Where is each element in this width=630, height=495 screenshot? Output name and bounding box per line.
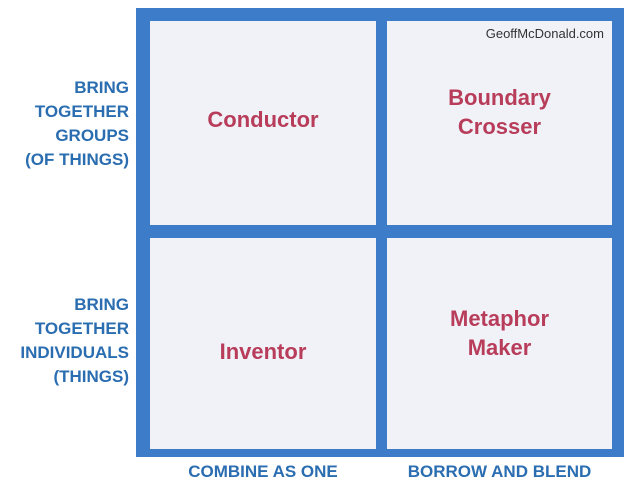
quadrant-bottom-left: Inventor xyxy=(150,238,376,449)
quadrant-label-boundary-crosser: Boundary Crosser xyxy=(448,85,551,139)
quadrant-top-left: Conductor xyxy=(150,21,376,225)
column-label-combine: COMBINE AS ONE xyxy=(188,462,338,481)
quadrant-grid: Conductor GeoffMcDonald.com Boundary Cro… xyxy=(136,8,624,457)
row-label-groups: BRING TOGETHER GROUPS (OF THINGS) xyxy=(25,78,129,169)
row-label-individuals: BRING TOGETHER INDIVIDUALS (THINGS) xyxy=(20,295,129,386)
column-label-borrow: BORROW AND BLEND xyxy=(407,462,592,481)
quadrant-top-right: GeoffMcDonald.com Boundary Crosser xyxy=(387,21,612,225)
quadrant-label-metaphor-maker: Metaphor Maker xyxy=(450,305,549,360)
quadrant-label-conductor: Conductor xyxy=(207,106,319,132)
quadrant-bottom-right: Metaphor Maker xyxy=(387,238,612,449)
watermark: GeoffMcDonald.com xyxy=(485,26,604,41)
quadrant-label-inventor: Inventor xyxy=(219,339,307,364)
